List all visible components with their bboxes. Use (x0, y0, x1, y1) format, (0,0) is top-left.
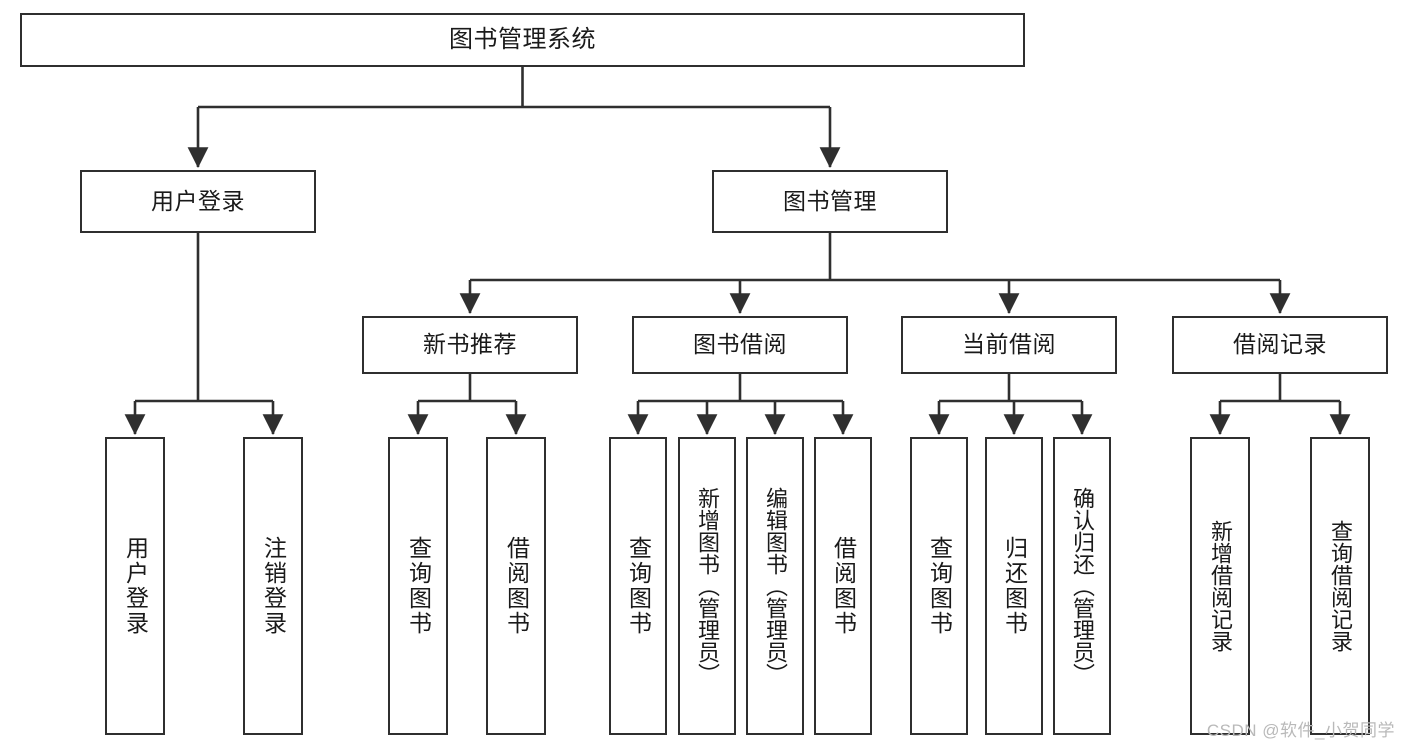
node-label-leaf-query-record: 查询借阅记录 (1328, 520, 1353, 652)
node-label-leaf-confirm-return: 确认归还（管理员） (1070, 487, 1095, 685)
node-label-leaf-edit-book: 编辑图书（管理员） (763, 487, 788, 685)
node-label-leaf-query-book-1: 查询图书 (405, 536, 432, 636)
node-current-borrow[interactable]: 当前借阅 (901, 316, 1117, 374)
node-leaf-edit-book[interactable]: 编辑图书（管理员） (746, 437, 804, 735)
node-label-leaf-borrow-book-2: 借阅图书 (830, 536, 857, 636)
node-root[interactable]: 图书管理系统 (20, 13, 1025, 67)
node-book-manage[interactable]: 图书管理 (712, 170, 948, 233)
node-label-new-book-rec: 新书推荐 (423, 331, 517, 358)
node-label-leaf-add-record: 新增借阅记录 (1208, 520, 1233, 652)
node-user-login[interactable]: 用户登录 (80, 170, 316, 233)
node-leaf-add-book[interactable]: 新增图书（管理员） (678, 437, 736, 735)
node-leaf-confirm-return[interactable]: 确认归还（管理员） (1053, 437, 1111, 735)
node-borrow-record[interactable]: 借阅记录 (1172, 316, 1388, 374)
node-leaf-borrow-book-2[interactable]: 借阅图书 (814, 437, 872, 735)
node-leaf-query-record[interactable]: 查询借阅记录 (1310, 437, 1370, 735)
node-label-borrow-record: 借阅记录 (1233, 331, 1327, 358)
node-label-leaf-logout: 注销登录 (260, 536, 287, 636)
edge-group (124, 67, 1351, 436)
node-label-leaf-user-login: 用户登录 (122, 536, 149, 636)
node-label-leaf-query-book-2: 查询图书 (625, 536, 652, 636)
node-leaf-user-login[interactable]: 用户登录 (105, 437, 165, 735)
watermark-text: CSDN @软件_小贺同学 (1206, 721, 1395, 740)
node-leaf-logout[interactable]: 注销登录 (243, 437, 303, 735)
node-label-book-manage: 图书管理 (783, 187, 877, 214)
node-leaf-add-record[interactable]: 新增借阅记录 (1190, 437, 1250, 735)
node-label-leaf-add-book: 新增图书（管理员） (695, 487, 720, 685)
node-new-book-rec[interactable]: 新书推荐 (362, 316, 578, 374)
node-label-leaf-query-book-3: 查询图书 (926, 536, 953, 636)
node-label-user-login: 用户登录 (151, 187, 245, 214)
node-label-book-borrow: 图书借阅 (693, 331, 787, 358)
node-leaf-query-book-3[interactable]: 查询图书 (910, 437, 968, 735)
node-leaf-return-book[interactable]: 归还图书 (985, 437, 1043, 735)
node-leaf-query-book-2[interactable]: 查询图书 (609, 437, 667, 735)
node-label-leaf-return-book: 归还图书 (1001, 536, 1028, 636)
node-book-borrow[interactable]: 图书借阅 (632, 316, 848, 374)
node-leaf-query-book-1[interactable]: 查询图书 (388, 437, 448, 735)
node-leaf-borrow-book-1[interactable]: 借阅图书 (486, 437, 546, 735)
node-label-current-borrow: 当前借阅 (962, 331, 1056, 358)
node-label-leaf-borrow-book-1: 借阅图书 (503, 536, 530, 636)
node-label-root: 图书管理系统 (449, 25, 596, 53)
